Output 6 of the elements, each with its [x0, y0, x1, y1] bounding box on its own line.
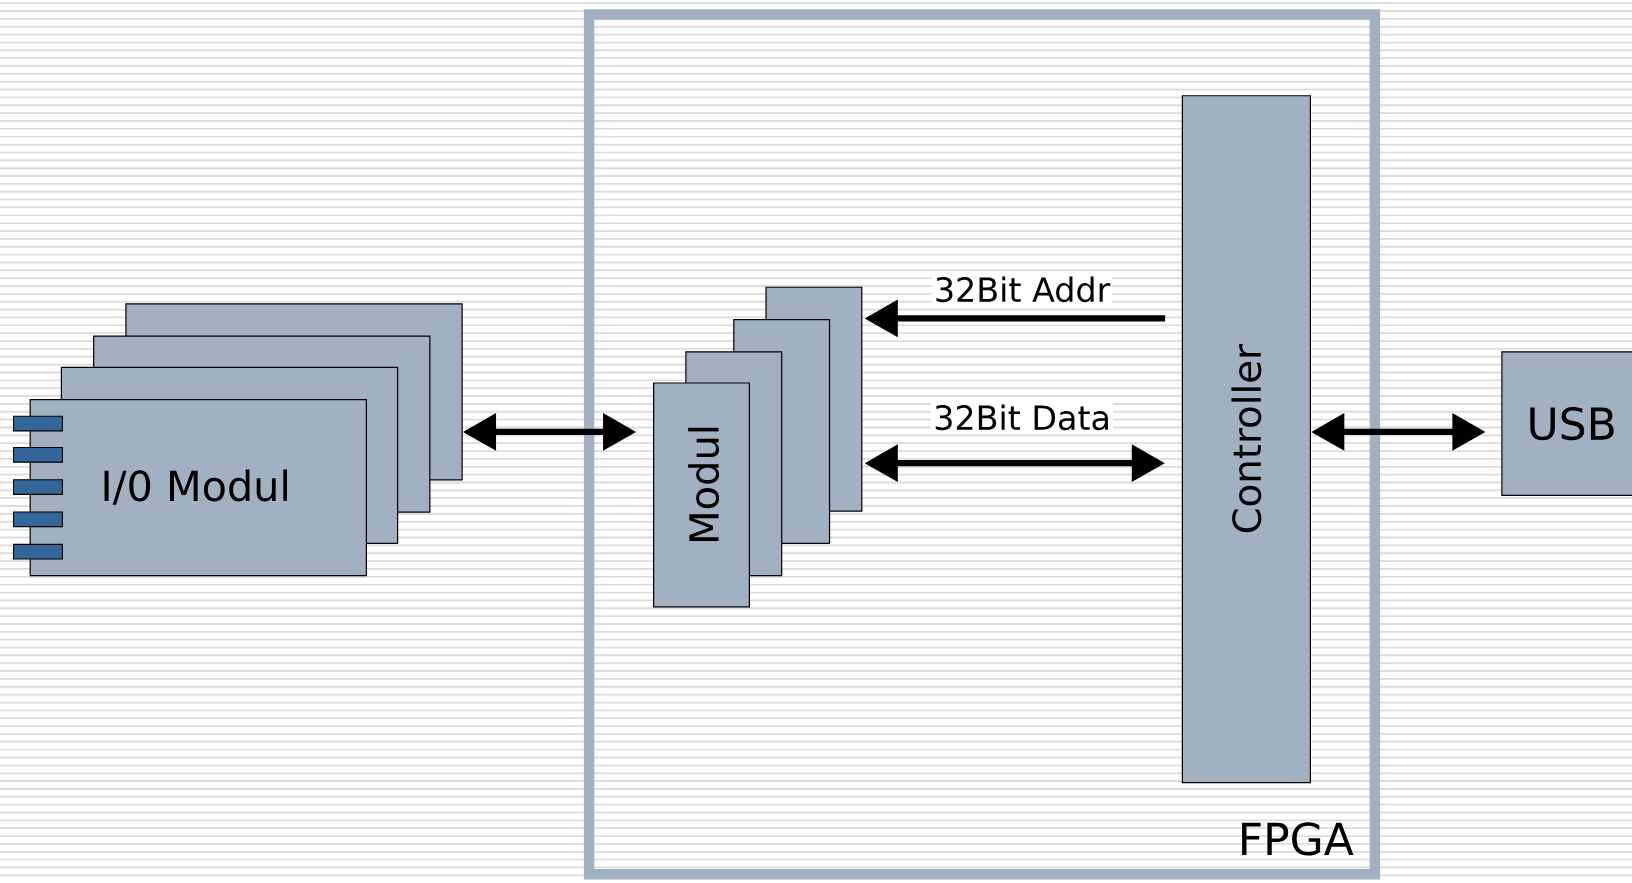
- usb-box: USB: [1501, 351, 1632, 497]
- controller-box: Controller: [1181, 95, 1311, 784]
- edge-label: 32Bit Data: [931, 402, 1113, 433]
- module-card: I/0 Modul: [29, 399, 367, 577]
- module-card: Modul: [653, 382, 750, 608]
- edge-label: 32Bit Addr: [931, 274, 1113, 305]
